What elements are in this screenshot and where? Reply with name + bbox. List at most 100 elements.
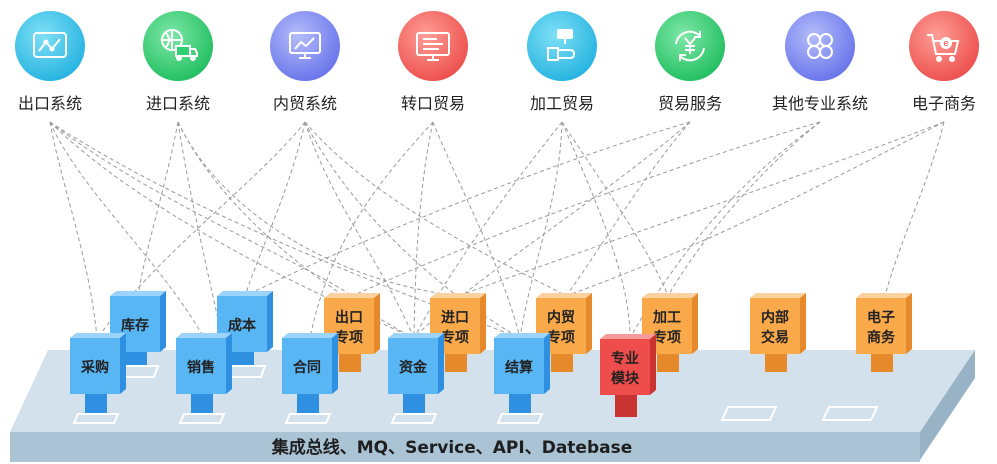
- module-stem: [871, 354, 893, 372]
- module-top: [494, 333, 550, 338]
- module-side: [586, 293, 592, 354]
- module-stem: [445, 354, 467, 372]
- system-label: 电子商务: [912, 94, 976, 113]
- module-stem: [85, 394, 107, 414]
- globe-truck-icon: [161, 29, 198, 61]
- platform-front: [10, 432, 920, 462]
- module-sales[interactable]: 销售: [176, 333, 232, 424]
- connector: [309, 121, 434, 339]
- connector: [884, 121, 945, 297]
- yen-refresh-icon: [675, 30, 705, 62]
- module-ecommerce[interactable]: 电子 商务: [856, 293, 912, 372]
- module-side: [438, 333, 444, 394]
- module-internal-trade[interactable]: 内部 交易: [750, 293, 806, 372]
- module-stem: [191, 394, 213, 414]
- module-stem: [765, 354, 787, 372]
- module-settlement[interactable]: 结算: [494, 333, 550, 424]
- module-side: [906, 293, 912, 354]
- module-base: [178, 413, 226, 424]
- module-top: [176, 333, 232, 338]
- connector: [244, 121, 306, 297]
- module-label-line2: 专项: [335, 329, 363, 346]
- system-domestic-trade[interactable]: 内贸系统: [270, 11, 340, 113]
- hand-tool-icon: [547, 29, 576, 61]
- module-top: [750, 293, 806, 298]
- integration-bus-label: 集成总线、MQ、Service、API、Datebase: [271, 437, 633, 458]
- system-trade-services[interactable]: 贸易服务: [655, 11, 725, 113]
- system-other-professional[interactable]: 其他专业系统: [772, 11, 868, 113]
- module-stem: [232, 352, 254, 366]
- module-front: [600, 339, 650, 395]
- module-professional[interactable]: 专业 模块: [600, 334, 656, 417]
- connector: [177, 121, 223, 339]
- connector: [49, 121, 205, 339]
- module-label-line2: 专项: [653, 329, 681, 346]
- module-stem: [509, 394, 531, 414]
- system-label: 转口贸易: [401, 94, 465, 113]
- module-top: [642, 293, 698, 298]
- system-import[interactable]: 进口系统: [143, 11, 213, 113]
- connector: [304, 121, 521, 339]
- shopping-cart-icon: e: [927, 34, 960, 62]
- module-side: [120, 333, 126, 394]
- line-chart-icon: [33, 32, 67, 58]
- empty-slot: [821, 406, 879, 421]
- system-export[interactable]: 出口系统: [15, 11, 85, 113]
- empty-slot: [720, 406, 778, 421]
- module-label-line1: 内部: [761, 309, 789, 326]
- module-top: [430, 293, 486, 298]
- module-label: 采购: [80, 359, 109, 376]
- system-entrepot-trade[interactable]: 转口贸易: [398, 11, 468, 113]
- module-base: [284, 413, 332, 424]
- connector: [561, 121, 669, 297]
- module-label-line1: 加工: [652, 310, 681, 326]
- module-top: [110, 291, 166, 296]
- module-label-line1: 专业: [611, 350, 639, 367]
- module-side: [480, 293, 486, 354]
- connector: [413, 121, 563, 339]
- module-funds[interactable]: 资金: [388, 333, 444, 424]
- connector: [565, 121, 691, 297]
- module-import-special[interactable]: 进口 专项: [430, 293, 486, 372]
- connector: [304, 121, 567, 297]
- module-top: [856, 293, 912, 298]
- module-side: [374, 293, 380, 354]
- system-processing-trade[interactable]: 加工贸易: [527, 11, 597, 113]
- connector: [49, 121, 415, 339]
- connector: [137, 121, 179, 297]
- platform-top: [10, 350, 975, 432]
- system-ecommerce[interactable]: e 电子商务: [909, 11, 979, 113]
- module-stem: [657, 354, 679, 372]
- module-base: [72, 413, 120, 424]
- integration-platform: [10, 350, 975, 462]
- clover-grid-icon: [807, 33, 833, 59]
- system-label: 进口系统: [146, 94, 210, 113]
- connector: [413, 121, 434, 339]
- module-front: [176, 338, 226, 394]
- module-label: 销售: [187, 359, 215, 376]
- connector: [457, 121, 945, 297]
- module-label-line2: 商务: [867, 329, 896, 346]
- module-side: [226, 333, 232, 394]
- connector: [432, 121, 521, 339]
- module-label: 结算: [505, 359, 533, 376]
- module-label: 合同: [293, 359, 321, 376]
- connector: [49, 121, 353, 297]
- module-domestic-special[interactable]: 内贸 专项: [536, 293, 592, 372]
- module-processing-special[interactable]: 加工 专项: [642, 293, 698, 372]
- module-front: [494, 338, 544, 394]
- module-procurement[interactable]: 采购: [70, 333, 126, 424]
- module-inventory[interactable]: 库存: [110, 291, 166, 378]
- module-top: [70, 333, 126, 338]
- module-label-line2: 专项: [441, 329, 469, 346]
- module-label-line2: 模块: [611, 370, 640, 387]
- module-side: [160, 291, 166, 352]
- connector: [49, 121, 98, 339]
- module-cost[interactable]: 成本: [217, 291, 273, 378]
- module-label-line2: 交易: [761, 329, 789, 346]
- module-label: 资金: [399, 359, 428, 376]
- connector: [565, 121, 945, 297]
- module-contract[interactable]: 合同: [282, 333, 338, 424]
- connector: [351, 121, 821, 297]
